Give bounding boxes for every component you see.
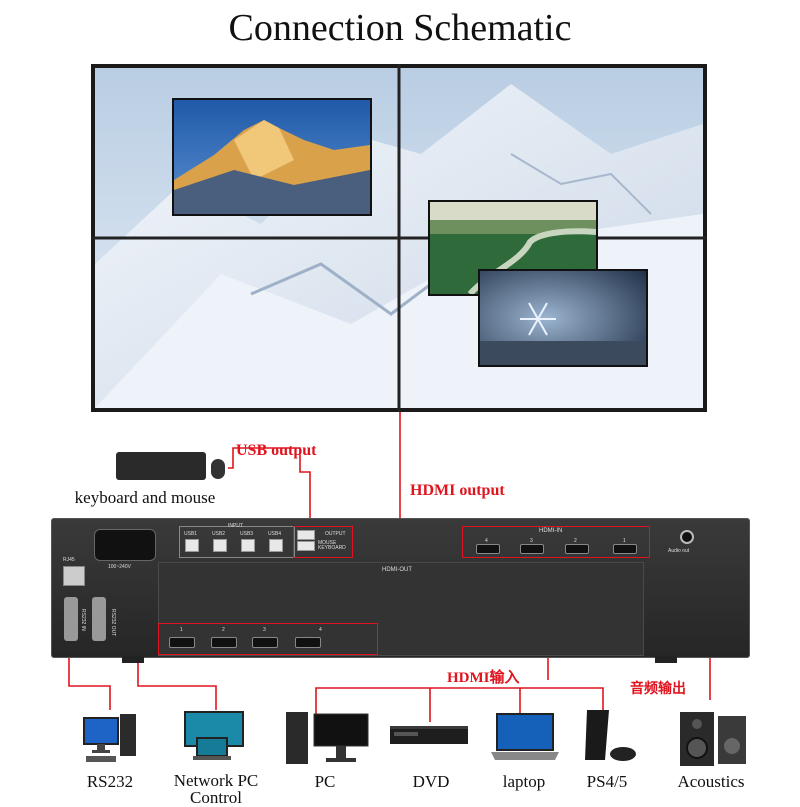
rj45-port-icon: [63, 566, 85, 586]
device-foot: [122, 656, 144, 663]
hdmi-out-port-label: 1: [180, 627, 183, 633]
device-label-rs232: RS232: [86, 772, 134, 791]
usb-input-group: [179, 526, 295, 558]
hdmi-out-port: [295, 637, 321, 648]
audio-output-label: 音频输出: [630, 682, 686, 697]
hdmi-out-panel: [158, 562, 644, 656]
device-label-network-pc-control: Network PC Control: [173, 771, 259, 807]
window-snowflake-image: [478, 269, 648, 367]
device-label-ps4-5: PS4/5: [586, 772, 628, 791]
hdmi-in-port: [520, 544, 544, 554]
usb-port-label: USB1: [184, 531, 198, 537]
hdmi-input-label: HDMI输入: [447, 670, 520, 686]
usb-a-port: [297, 530, 315, 540]
usb-b-port: [185, 539, 199, 552]
rs232-out-label: RS232 OUT: [110, 609, 116, 637]
video-wall: [91, 64, 707, 412]
game-console-icon: [583, 708, 639, 766]
hdmi-out-title: HDMI-OUT: [382, 567, 412, 573]
usb-a-port: [297, 541, 315, 551]
mouse-keyboard-label: MOUSE KEYBOARD: [318, 540, 346, 551]
usb-output-title: OUTPUT: [325, 531, 346, 537]
laptop-icon: [489, 712, 561, 764]
hdmi-in-port: [476, 544, 500, 554]
usb-b-port: [213, 539, 227, 552]
audio-out-label: Audio out: [668, 548, 690, 554]
hdmi-in-port: [565, 544, 589, 554]
mouse-icon: [211, 459, 225, 479]
usb-b-port: [241, 539, 255, 552]
power-socket-icon: [94, 529, 156, 561]
pc-tower-monitor-icon: [284, 710, 372, 766]
hdmi-in-port-label: 4: [485, 538, 488, 544]
device-label-dvd: DVD: [412, 772, 450, 791]
hdmi-out-port: [211, 637, 237, 648]
device-label-acoustics: Acoustics: [677, 772, 745, 791]
hdmi-out-port-label: 2: [222, 627, 225, 633]
hdmi-out-port-label: 4: [319, 627, 322, 633]
hdmi-out-port: [169, 637, 195, 648]
keyboard-mouse-label: keyboard and mouse: [74, 488, 216, 507]
rs232-in-port-icon: [64, 597, 78, 641]
hdmi-in-port: [613, 544, 637, 554]
usb-port-label: USB4: [268, 531, 282, 537]
usb-b-port: [269, 539, 283, 552]
device-foot: [655, 656, 677, 663]
usb-port-label: USB2: [212, 531, 226, 537]
hdmi-in-title: HDMI-IN: [539, 528, 563, 534]
rs232-out-port-icon: [92, 597, 106, 641]
usb-input-title: INPUT: [228, 523, 243, 529]
hdmi-in-port-label: 3: [530, 538, 533, 544]
speaker-icon: [678, 710, 748, 768]
hdmi-in-port-label: 1: [623, 538, 626, 544]
dvd-player-icon: [388, 722, 470, 748]
device-label-laptop: laptop: [502, 772, 546, 791]
window-mountain-image: [172, 98, 372, 216]
usb-output-group: [293, 526, 353, 558]
voltage-label: 100~240V: [108, 564, 131, 570]
audio-out-jack-icon: [680, 530, 694, 544]
device-label-pc: PC: [314, 772, 336, 791]
hdmi-in-group: [462, 526, 650, 558]
rs232-in-label: RS232 IN: [80, 609, 86, 631]
monitor-laptop-icon: [183, 710, 247, 766]
desktop-pc-icon: [82, 712, 138, 768]
hdmi-in-port-label: 2: [574, 538, 577, 544]
rj45-label: RJ45: [63, 557, 75, 563]
hdmi-out-port-label: 3: [263, 627, 266, 633]
hdmi-out-group: [158, 623, 378, 655]
keyboard-icon: [116, 452, 206, 480]
usb-output-label: USB output: [236, 442, 317, 459]
diagram-title: Connection Schematic: [228, 7, 572, 49]
usb-port-label: USB3: [240, 531, 254, 537]
hdmi-out-port: [252, 637, 278, 648]
hdmi-output-label: HDMI output: [410, 482, 505, 499]
matrix-switcher-device: HDMI-OUT 100~240V RJ45 RS232 IN RS232 OU…: [51, 518, 750, 658]
